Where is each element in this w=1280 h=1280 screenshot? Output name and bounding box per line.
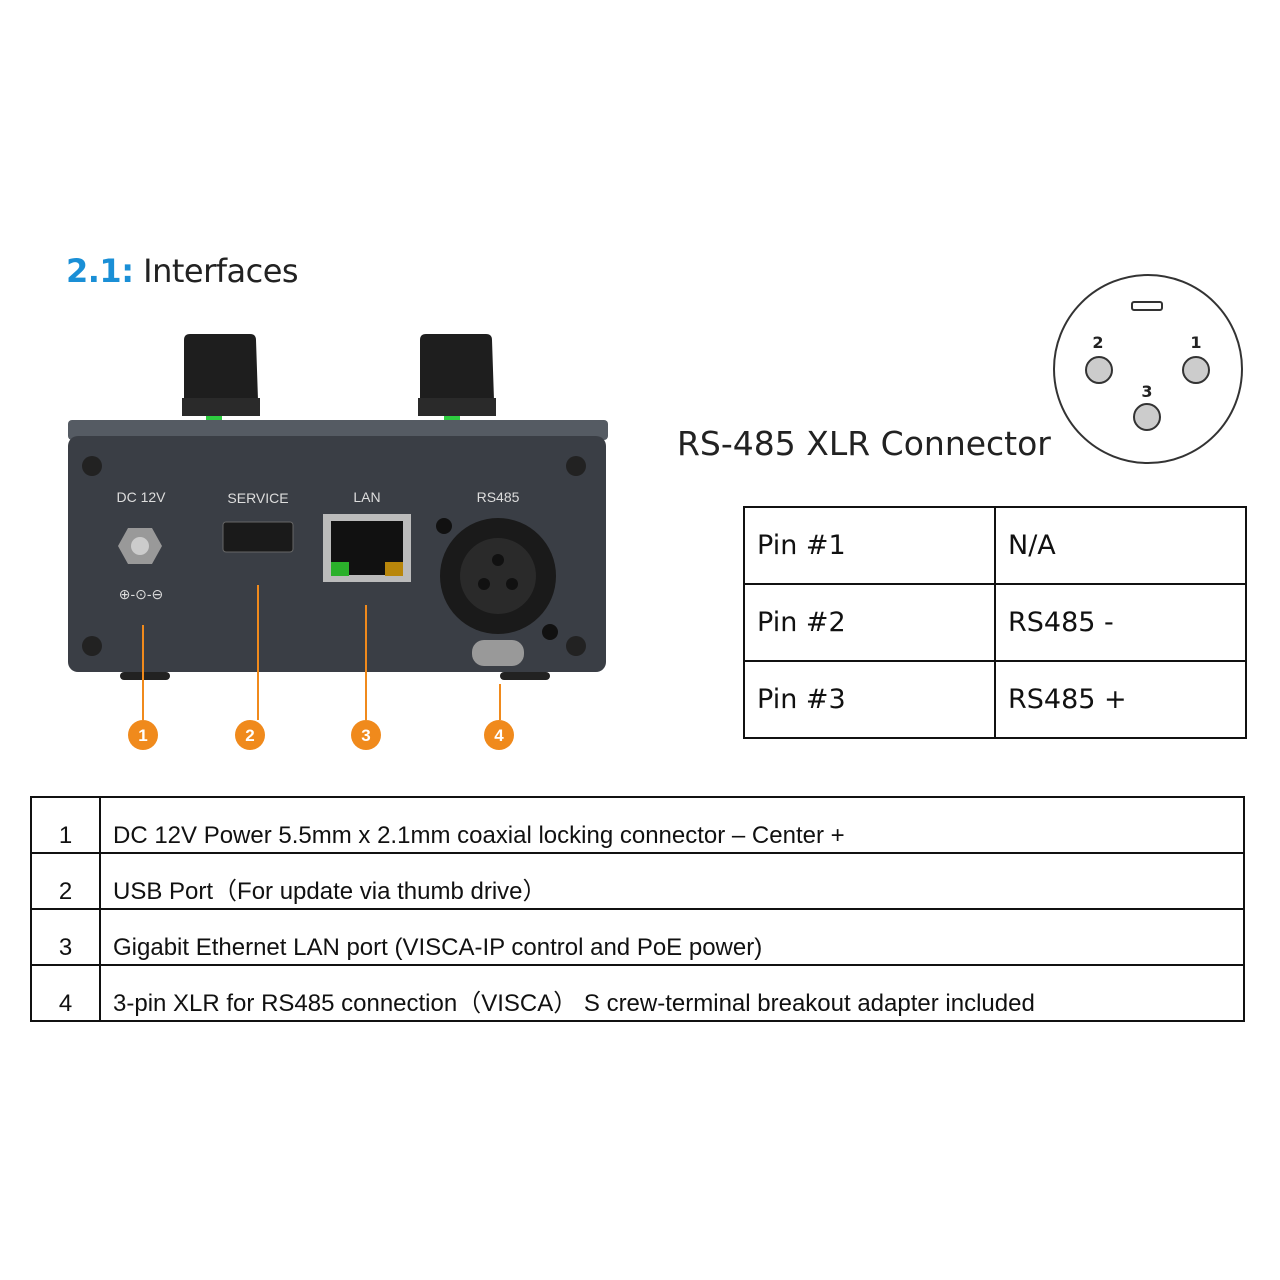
pin-2-label: 2 (1092, 333, 1103, 352)
callout-3-label: 3 (361, 726, 370, 745)
section-title: Interfaces (143, 252, 299, 290)
callout-3 (351, 720, 381, 750)
callout-1-label: 1 (138, 726, 147, 745)
pin-cell: Pin #1 (743, 506, 996, 585)
pin-3-label: 3 (1141, 382, 1152, 401)
row-description: 3-pin XLR for RS485 connection（VISCA） S … (99, 964, 1245, 1022)
knob-left (182, 334, 260, 420)
device-rear-panel-image: DC 12V SERVICE LAN RS485 ⊕-⊙-⊖ 1 2 (68, 334, 608, 750)
port-label-dc: DC 12V (116, 489, 166, 505)
xlr-connector-title: RS-485 XLR Connector (677, 424, 1051, 463)
callout-4-label: 4 (494, 726, 504, 745)
signal-cell: RS485 + (994, 660, 1247, 739)
knob-right (418, 334, 496, 420)
row-number: 1 (30, 796, 101, 854)
callout-4 (484, 720, 514, 750)
signal-cell: RS485 - (994, 583, 1247, 662)
xlr-pinout-diagram: 2 1 3 (1053, 274, 1243, 464)
row-description: Gigabit Ethernet LAN port (VISCA-IP cont… (99, 908, 1245, 966)
pin-1-label: 1 (1190, 333, 1201, 352)
section-number: 2.1: (66, 252, 134, 290)
row-description: DC 12V Power 5.5mm x 2.1mm coaxial locki… (99, 796, 1245, 854)
port-label-lan: LAN (353, 489, 380, 505)
row-number: 2 (30, 852, 101, 910)
usb-port (222, 521, 294, 553)
row-number: 3 (30, 908, 101, 966)
port-label-service: SERVICE (227, 490, 288, 506)
pin-cell: Pin #2 (743, 583, 996, 662)
callout-2 (235, 720, 265, 750)
callout-1 (128, 720, 158, 750)
row-description: USB Port（For update via thumb drive） (99, 852, 1245, 910)
polarity-icon: ⊕-⊙-⊖ (119, 586, 164, 602)
callout-2-label: 2 (245, 726, 254, 745)
signal-cell: N/A (994, 506, 1247, 585)
pin-cell: Pin #3 (743, 660, 996, 739)
section-heading: 2.1: Interfaces (66, 252, 299, 290)
port-label-rs485: RS485 (477, 489, 520, 505)
row-number: 4 (30, 964, 101, 1022)
